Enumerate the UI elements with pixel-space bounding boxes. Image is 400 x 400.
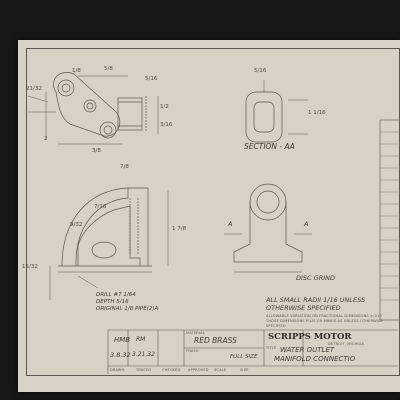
dim-label: 2: [44, 136, 48, 142]
dim-label: 1/8: [72, 68, 81, 74]
dim-label: 7/8: [120, 164, 129, 170]
dim-label: 15/32: [22, 264, 38, 270]
drill-note-line: DEPTH 5/16: [96, 299, 129, 305]
drill-note-line: DRILL #7 1/64: [96, 292, 136, 298]
footer-label: APPROVED: [188, 368, 209, 372]
radii-note-line: ALL SMALL RADII 1/16 UNLESS: [266, 296, 366, 304]
traced-by: RM: [136, 336, 146, 343]
footer-label: TRACED: [136, 368, 152, 372]
top-view: [27, 72, 159, 145]
section-mark: A: [228, 220, 233, 228]
tolerance-note-line: SPECIFIED: [266, 324, 286, 328]
dim-label: 1 1/16: [308, 110, 326, 116]
company-name: SCRIPPS MOTOR: [268, 332, 352, 342]
dim-label: 5/8: [104, 66, 113, 72]
end-view: [224, 183, 312, 273]
radii-note-line: OTHERWISE SPECIFIED: [266, 304, 341, 312]
tolerance-note-line: THOSE DIMENSIONS PLUS OR MINUS AS UNLESS…: [266, 319, 383, 323]
section-aa-view: [245, 80, 308, 143]
revision-table: [380, 131, 400, 301]
disc-grind-note: DISC GRIND: [296, 274, 335, 282]
title-line: WATER OUTLET: [280, 346, 335, 354]
dim-label: 7/16: [94, 204, 107, 210]
dim-label: 3/8: [92, 148, 101, 154]
dim-label: 3/16: [160, 122, 173, 128]
company-city: DETROIT, MICHIGA: [328, 342, 365, 346]
section-label: SECTION - AA: [244, 142, 295, 151]
footer-label: CHECKED: [162, 368, 181, 372]
dim-label: 1/2: [160, 104, 169, 110]
drawn-date: 3.8.32: [110, 351, 131, 359]
front-view: [49, 187, 169, 300]
footer-label: SCALE: [214, 368, 227, 372]
drawing-sheet: 21/32 1/8 5/8 5/16 1/2 3/16 2 3/8 7/8 9/…: [18, 40, 400, 392]
tolerance-note-line: ALLOWABLE VARIATION ON FRACTIONAL DIMENS…: [266, 314, 382, 318]
material-label: MATERIAL: [186, 331, 205, 335]
footer-label: SIZE: [240, 368, 249, 372]
material-value: RED BRASS: [194, 336, 237, 345]
title-line: MANIFOLD CONNECTIO: [274, 355, 356, 363]
dim-label: 9/32: [70, 222, 83, 228]
dim-label: 5/16: [145, 76, 158, 82]
dim-label: 21/32: [26, 86, 42, 92]
drill-note-line: ORIGINAL 1/8 PIPE(2)A: [96, 306, 159, 312]
finish-label: FINISH: [186, 349, 199, 353]
traced-date: 3.21.32: [132, 351, 155, 358]
dim-label: 1 7/8: [172, 226, 187, 232]
technical-drawing: [27, 72, 400, 374]
section-mark: A: [304, 220, 309, 228]
dim-label: 5/16: [254, 68, 267, 74]
scale-value: FULL SIZE: [230, 354, 258, 360]
title-label: TITLE: [266, 346, 277, 350]
title-block: [107, 119, 400, 374]
drawn-by: HMB: [114, 336, 131, 344]
footer-label: DRAWN: [110, 368, 125, 372]
